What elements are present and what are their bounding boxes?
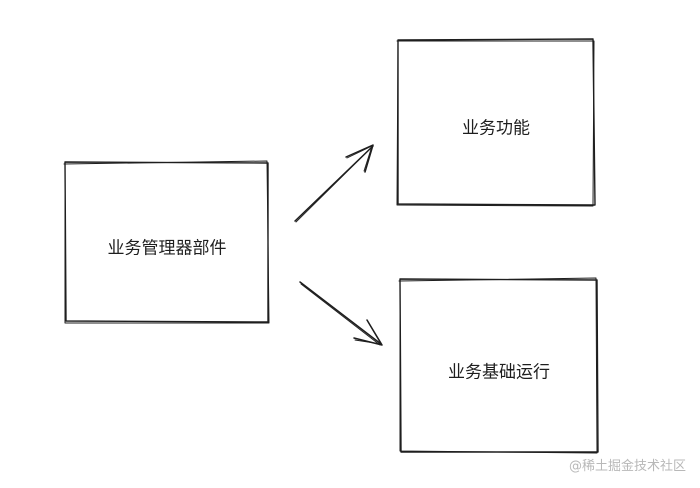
node-manager-box[interactable]: [63, 160, 270, 324]
edge-manager-to-function-arrow: [294, 144, 374, 223]
node-function-label: 业务功能: [462, 118, 530, 139]
edge-manager-to-runtime-arrow: [299, 281, 383, 346]
watermark-text: @稀土掘金技术社区: [568, 459, 686, 474]
node-manager-label: 业务管理器部件: [107, 238, 227, 259]
node-function-box[interactable]: [396, 38, 596, 207]
node-runtime-box[interactable]: [398, 277, 599, 454]
node-runtime-label: 业务基础运行: [448, 362, 550, 383]
